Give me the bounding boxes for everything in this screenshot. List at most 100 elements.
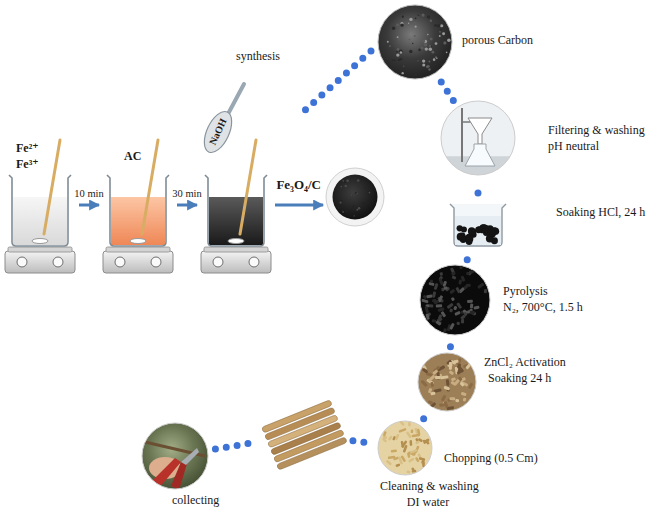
carbon-grain (398, 38, 401, 41)
carbon-grain (401, 72, 403, 74)
flask (465, 144, 495, 166)
step-label: Pyrolysis (503, 285, 548, 299)
node-outline (200, 80, 272, 275)
step-label: Fe²⁺ (16, 142, 39, 156)
wood-chip (468, 383, 473, 390)
char-grain (459, 266, 463, 270)
dropper-tube (228, 84, 244, 114)
dotted-path (303, 51, 371, 112)
carbon-grain (394, 59, 396, 61)
wood-chip (430, 392, 435, 396)
carbon-grain (389, 45, 390, 46)
carbon-grain (442, 32, 445, 35)
char-grain (455, 287, 461, 294)
dotted-connector (424, 413, 428, 419)
char-grain (447, 303, 454, 309)
photo-wall (440, 100, 516, 176)
wood-piece (398, 428, 406, 433)
powder-grain (340, 202, 342, 204)
node-outline (141, 422, 209, 490)
char-disc (420, 265, 490, 335)
process-arrow (275, 204, 323, 207)
char-grain (454, 311, 460, 316)
wood-piece (388, 435, 393, 440)
step-photo: Cleaning & washingDI water (262, 398, 346, 470)
carbon-grain (425, 47, 428, 50)
beaker-liquid (13, 197, 67, 245)
powder-grain (342, 211, 344, 213)
carbon-grain (436, 58, 437, 59)
carbon-grain (408, 23, 409, 24)
hotplate-top (204, 247, 268, 252)
wood-piece (408, 457, 415, 462)
beaker-glass (205, 175, 267, 246)
char-grain (470, 303, 474, 308)
wood-piece (393, 456, 399, 460)
char-grain (439, 272, 443, 276)
node-outline (442, 200, 514, 248)
hotplate-knob (213, 257, 223, 267)
wood-chip (458, 376, 463, 381)
powder-grain (341, 209, 343, 211)
carbon-grain (446, 52, 448, 54)
hotplate-top (8, 247, 72, 252)
char-grain (423, 295, 428, 300)
carbon-pellet (459, 233, 466, 240)
powder-grain (338, 207, 339, 208)
step-label: DI water (407, 496, 449, 510)
powder-grain (358, 207, 360, 209)
powder-grain (342, 180, 344, 182)
wood-chip (444, 401, 449, 408)
chip-disc (418, 353, 476, 411)
carbon-pellet (488, 228, 496, 236)
beaker-liquid (209, 197, 263, 245)
wood-chip (428, 400, 433, 404)
node-outline (262, 398, 346, 470)
wood-chip (463, 397, 467, 401)
carbon-grain (421, 47, 424, 50)
powder-grain (356, 193, 357, 194)
powder-grain (356, 209, 358, 211)
wood-piece (395, 463, 400, 467)
hotplate (201, 251, 271, 273)
chip-disc (378, 421, 432, 475)
carbon-grain (439, 31, 441, 33)
step-label: Fe³⁺ (16, 158, 39, 172)
carbon-grain (447, 38, 451, 42)
char-grain (430, 280, 433, 283)
wood-chip (440, 375, 448, 379)
char-grain (424, 306, 429, 313)
dotted-connector (467, 254, 469, 260)
wood-chip (453, 360, 458, 364)
dish (326, 168, 384, 226)
carbon-pellet (461, 227, 467, 233)
char-grain (437, 307, 444, 312)
node-outline (325, 167, 385, 227)
wood-chip (435, 376, 441, 379)
powder-grain (367, 201, 370, 204)
node-outline (377, 420, 433, 476)
carbon-disc (378, 5, 452, 79)
collecting-photo (141, 422, 209, 490)
hotplate-top (106, 247, 170, 252)
stir-bar (32, 239, 48, 244)
carbon-grain (417, 60, 418, 61)
stirring-rod (142, 140, 158, 234)
dropper-bulb (199, 107, 238, 156)
carbon-grain (429, 47, 433, 51)
carbon-grain (415, 26, 417, 28)
step-label: ZnCl₂ Activation (484, 356, 566, 370)
char-grain (449, 308, 453, 312)
carbon-grain (400, 58, 403, 61)
char-grain (456, 302, 462, 309)
char-grain (484, 289, 488, 294)
step-label: Cleaning & washing (380, 480, 479, 494)
hotplate (5, 251, 75, 273)
process-arrow (79, 204, 99, 207)
wood-piece (408, 422, 411, 427)
char-grain (449, 323, 455, 330)
wood-piece (382, 437, 387, 442)
wood-piece (412, 470, 417, 473)
